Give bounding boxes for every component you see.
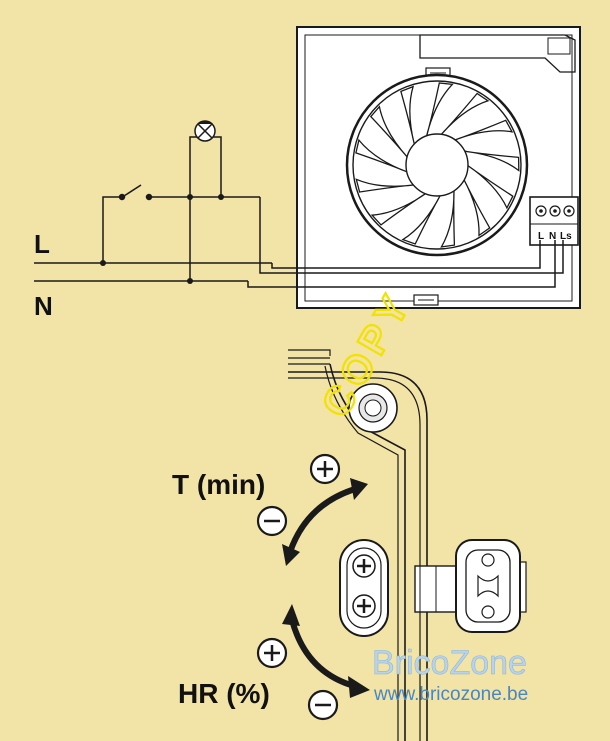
url-watermark: www.bricozone.be [373, 684, 528, 705]
neutral-label: N [34, 291, 53, 321]
connector-block [455, 539, 527, 633]
impeller-blades [355, 82, 520, 248]
timer-label: T (min) [172, 469, 265, 500]
impeller-blade [466, 164, 514, 210]
line-label: L [34, 229, 50, 259]
humidity-label: HR (%) [178, 678, 270, 709]
terminal-label-l: L [538, 231, 544, 242]
terminal-label-n: N [549, 231, 556, 242]
impeller-blade [355, 178, 415, 193]
impeller-blade [370, 192, 427, 226]
switch-lever [123, 184, 142, 197]
wiring [34, 136, 564, 288]
humidity-minus-icon [307, 689, 339, 721]
impeller-blade [355, 138, 409, 173]
potentiometer-plate [339, 539, 389, 637]
impeller-blade [440, 92, 490, 136]
timer-plus-icon [309, 453, 341, 485]
impeller-blade [369, 105, 409, 159]
impeller-hub [405, 133, 469, 197]
timer-adjust-arrow-icon [282, 478, 368, 566]
control-panel-detail: T (min) HR (%) [172, 349, 527, 741]
impeller-blade [425, 82, 454, 138]
terminal-label-ls: Ls [560, 231, 572, 242]
impeller-blade [440, 189, 456, 248]
humidity-plus-icon [256, 637, 288, 669]
impeller-blade [463, 178, 491, 237]
timer-minus-icon [256, 505, 288, 537]
impeller-blade [463, 150, 520, 172]
fan-unit: L N Ls [296, 26, 581, 309]
lamp-icon [194, 120, 216, 142]
brand-watermark: BricoZone [372, 644, 527, 682]
timer-potentiometer[interactable] [352, 554, 376, 578]
humidity-potentiometer[interactable] [352, 594, 376, 618]
impeller-blade [401, 194, 442, 245]
terminal-block: L N Ls [529, 196, 579, 246]
impeller-blade [453, 119, 514, 141]
humidity-adjust-arrow-icon [282, 604, 370, 698]
impeller-blade [400, 85, 416, 146]
